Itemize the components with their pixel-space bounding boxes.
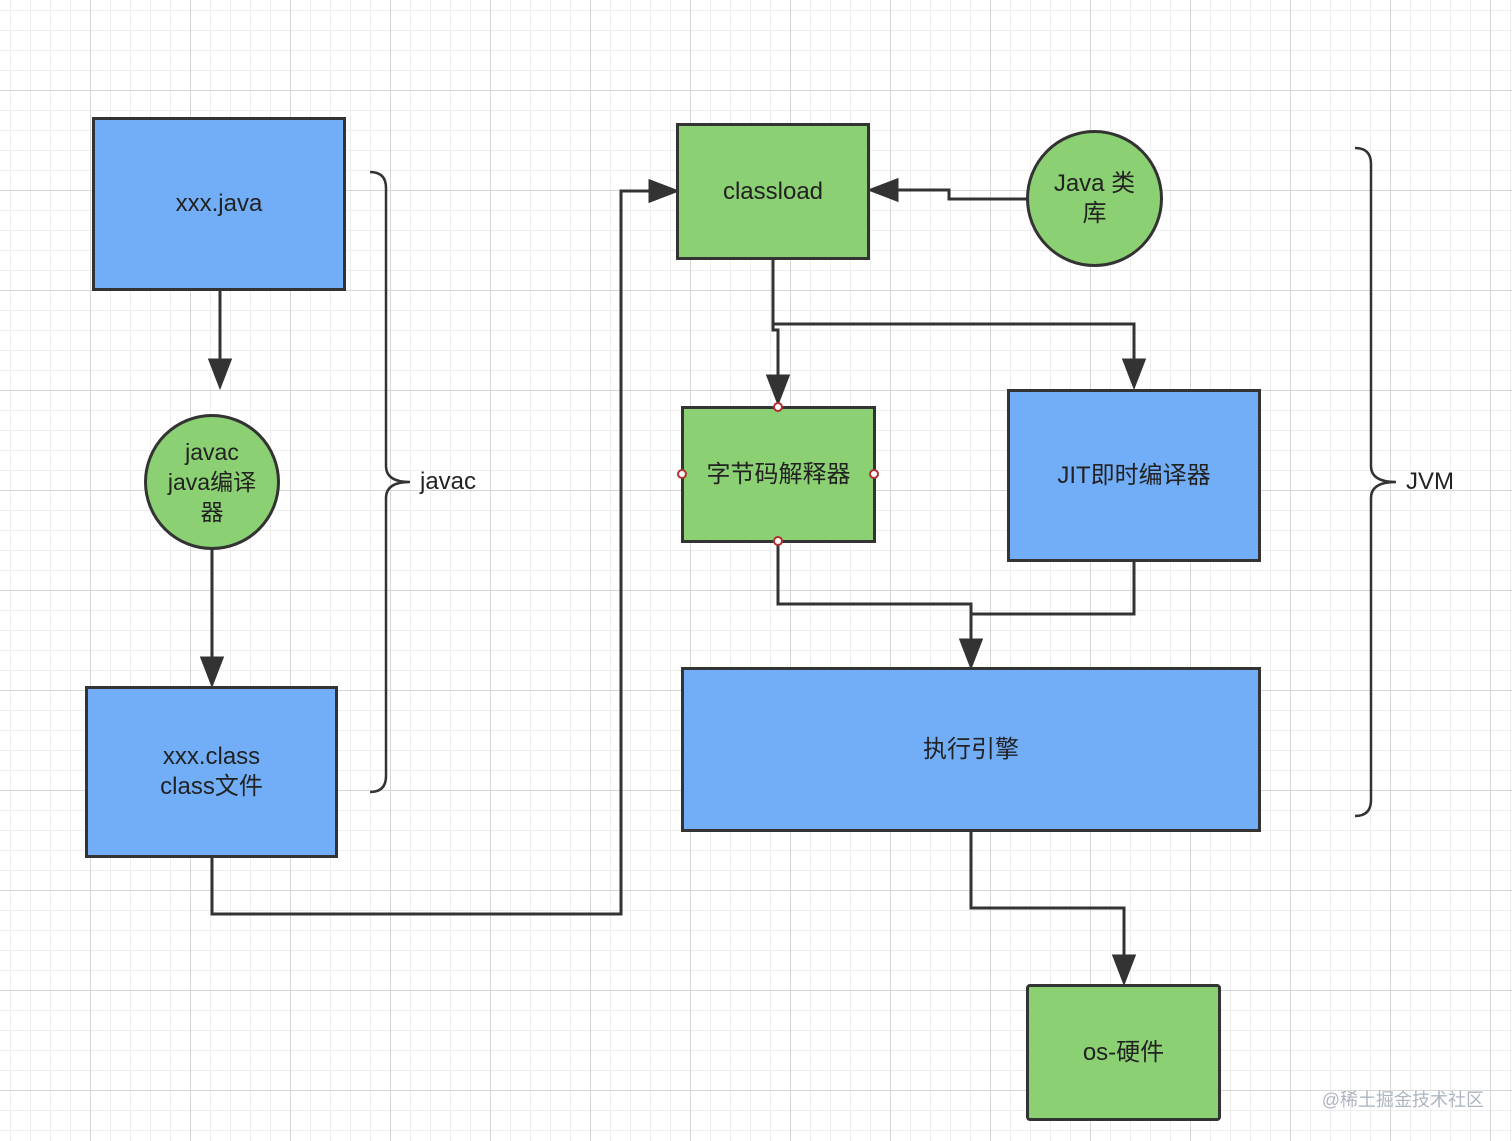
node-classload[interactable]: classload: [676, 123, 870, 260]
edge-library-to-classload-head: [866, 177, 899, 203]
connection-handle-bottom[interactable]: [773, 536, 783, 546]
javac-brace: [369, 170, 411, 794]
watermark: @稀土掘金技术社区: [1321, 1090, 1484, 1110]
node-javac-compiler[interactable]: javac java编译 器: [144, 414, 280, 550]
connection-handle-right[interactable]: [869, 469, 879, 479]
connection-handle-top[interactable]: [773, 402, 783, 412]
edge-jit-to-engine: [971, 562, 1136, 616]
edge-java-to-javac-head: [207, 358, 233, 391]
edge-to-engine-head: [958, 638, 984, 671]
edge-interpreter-to-engine: [776, 542, 973, 642]
edge-classload-split: [771, 259, 780, 378]
edge-classload-to-interpreter-head: [765, 374, 791, 407]
javac-brace-label: javac: [420, 468, 477, 495]
jvm-brace-label: JVM: [1406, 468, 1454, 495]
node-xxx-java[interactable]: xxx.java: [92, 117, 346, 291]
node-java-library[interactable]: Java 类 库: [1026, 130, 1163, 267]
node-jit-compiler[interactable]: JIT即时编译器: [1007, 389, 1261, 562]
node-bytecode-interpreter[interactable]: 字节码解释器: [681, 406, 876, 543]
edge-classload-to-jit-head: [1121, 358, 1147, 391]
node-execution-engine[interactable]: 执行引擎: [681, 667, 1261, 832]
edge-library-to-classload: [895, 188, 1027, 201]
edge-class-to-classload: [210, 189, 652, 916]
jvm-brace: [1354, 146, 1397, 818]
edge-classload-to-jit: [773, 322, 1136, 362]
edge-javac-to-class-head: [199, 656, 225, 689]
edge-engine-to-os: [969, 831, 1126, 958]
node-xxx-class[interactable]: xxx.class class文件: [85, 686, 338, 858]
node-os-hardware[interactable]: os-硬件: [1026, 984, 1221, 1121]
edge-engine-to-os-head: [1111, 954, 1137, 987]
connection-handle-left[interactable]: [677, 469, 687, 479]
edge-class-to-classload-head: [648, 178, 681, 204]
